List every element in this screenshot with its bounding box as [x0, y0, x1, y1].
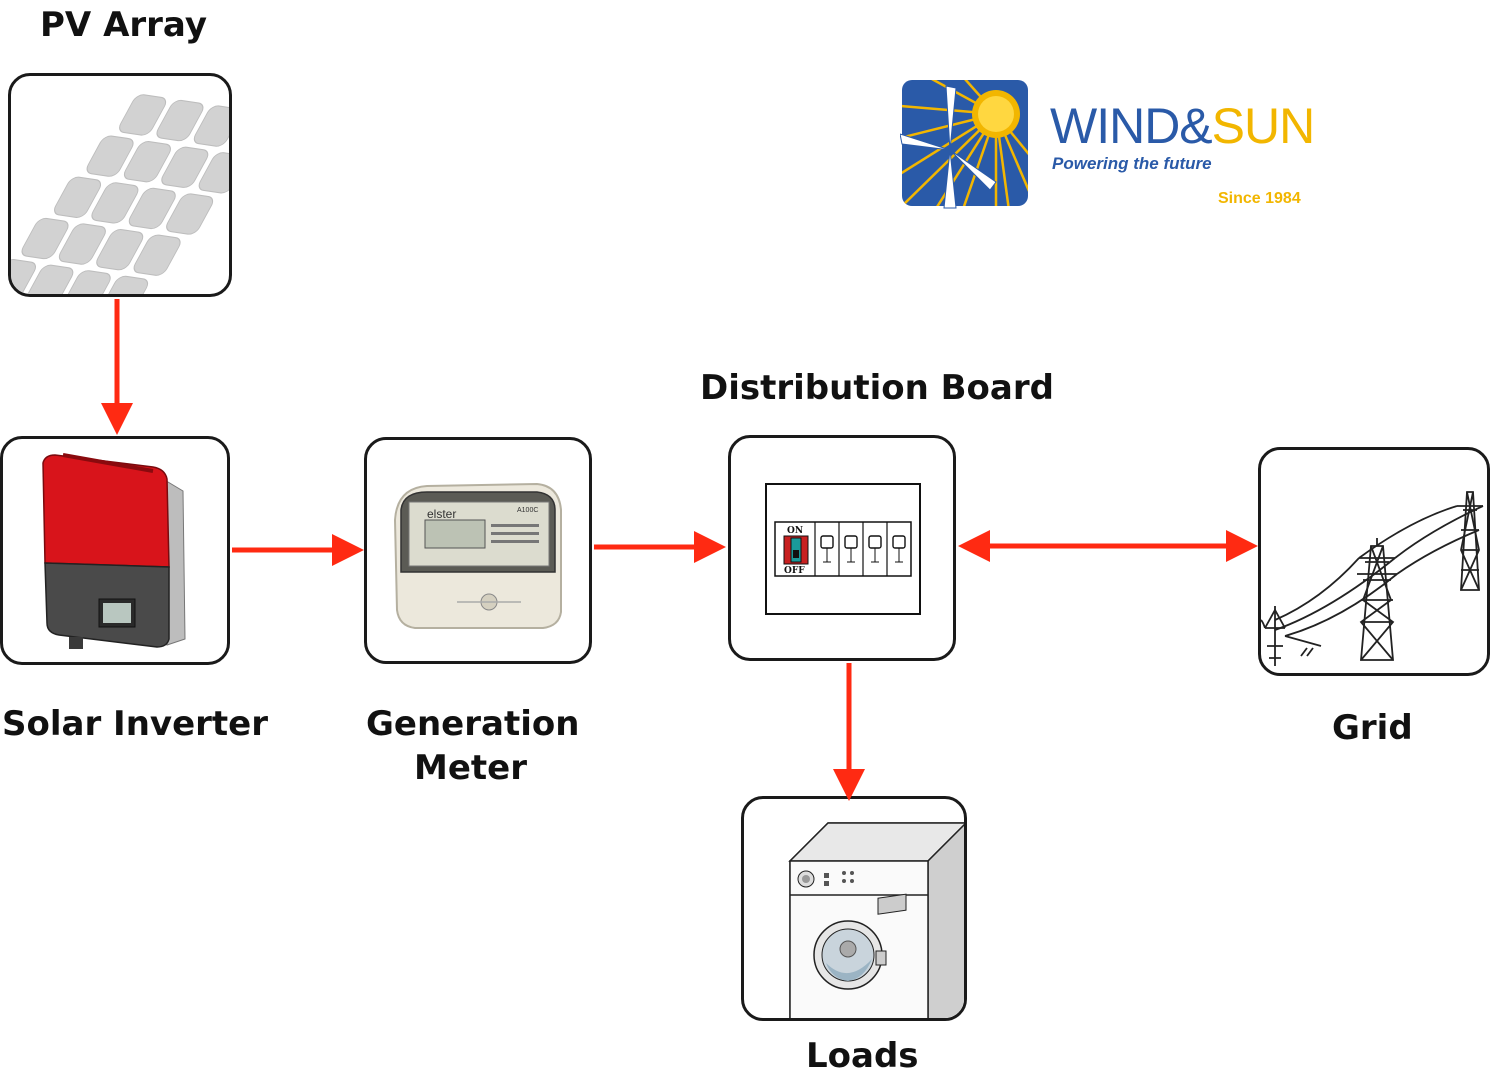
- switch-on-label: ON: [787, 526, 803, 536]
- brand-sun-text: SUN: [1211, 98, 1316, 154]
- brand-wind-text: WIND&: [1050, 98, 1213, 154]
- brand-since: Since 1984: [1218, 190, 1301, 207]
- brand-wordmark: WIND&SUN: [1050, 98, 1316, 154]
- pv-array-label: PV Array: [40, 5, 207, 45]
- meter-icon: elster A100C: [393, 482, 562, 629]
- arrowhead-right-meter: [332, 534, 364, 566]
- arrowhead-down-loads: [833, 769, 865, 801]
- distribution-board-label: Distribution Board: [700, 368, 1054, 408]
- solar-panel-icon: [11, 94, 229, 294]
- generation-meter-label-line1: Generation: [366, 704, 580, 744]
- wind-sun-logo-icon: [900, 80, 1028, 209]
- brand-tagline: Powering the future: [1052, 154, 1212, 173]
- arrowhead-right-grid: [1226, 530, 1258, 562]
- meter-model-text: A100C: [517, 507, 538, 514]
- switch-off-label: OFF: [784, 566, 805, 576]
- meter-brand-text: elster: [427, 507, 456, 521]
- loads-node[interactable]: [741, 796, 967, 1021]
- pylon-icon: [1261, 491, 1484, 666]
- arrowhead-right-board: [694, 531, 726, 563]
- solar-inverter-node[interactable]: [0, 436, 230, 665]
- generation-meter-label-line2: Meter: [414, 748, 527, 788]
- distribution-board-node[interactable]: ON OFF: [728, 435, 956, 661]
- inverter-icon: [42, 453, 186, 649]
- arrowhead-down-inverter: [101, 403, 133, 435]
- washing-machine-icon: [788, 822, 964, 1018]
- generation-meter-node[interactable]: elster A100C: [364, 437, 592, 664]
- loads-label: Loads: [806, 1036, 919, 1076]
- breaker-panel-icon: ON OFF: [765, 483, 921, 615]
- grid-label: Grid: [1332, 708, 1413, 748]
- pv-array-node[interactable]: [8, 73, 232, 297]
- wind-sun-logo: WIND&SUN Powering the future Since 1984: [900, 78, 1320, 213]
- grid-node[interactable]: [1258, 447, 1490, 676]
- arrowhead-left-board: [958, 530, 990, 562]
- solar-inverter-label: Solar Inverter: [2, 704, 268, 744]
